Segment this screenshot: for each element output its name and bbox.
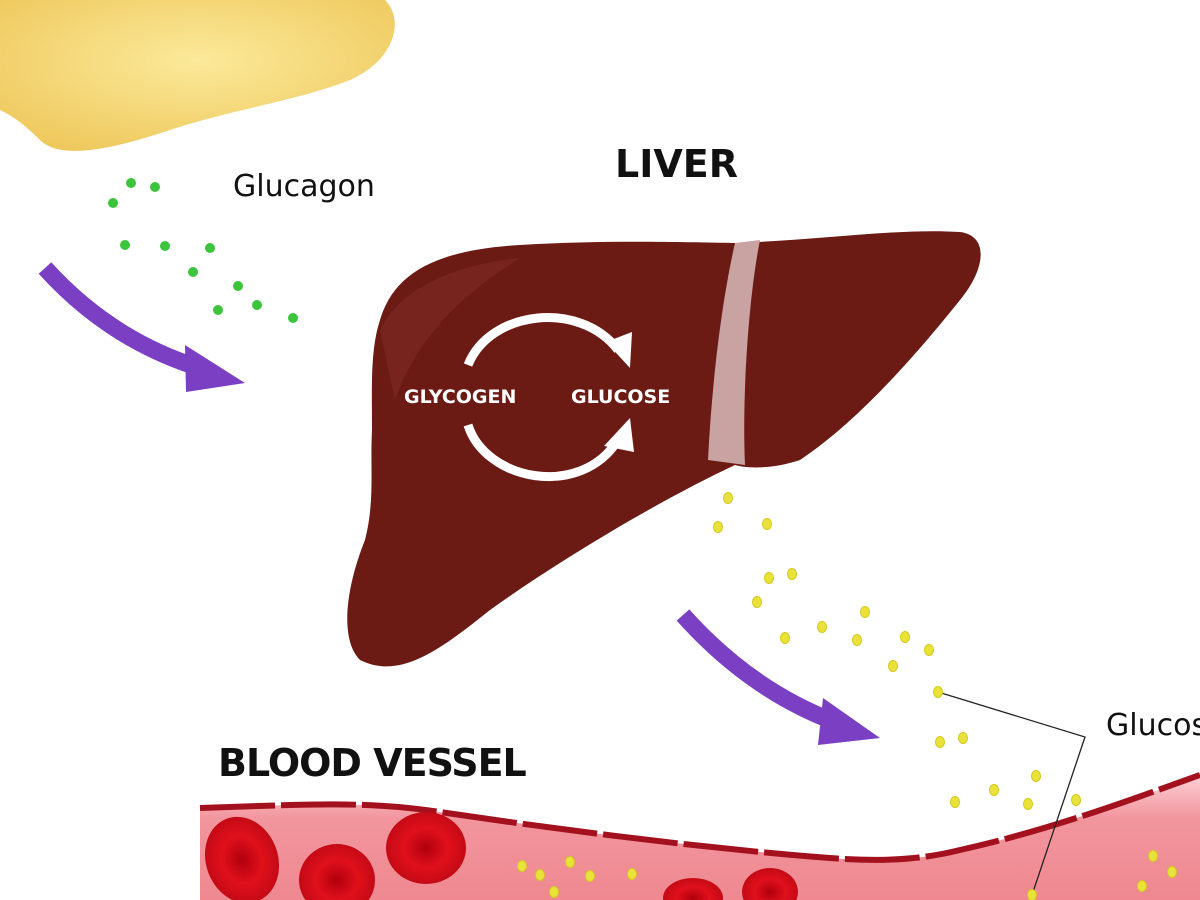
- glucose-molecule: [817, 621, 827, 633]
- glucose-molecule: [888, 660, 898, 672]
- glucose-molecule: [950, 796, 960, 808]
- red-blood-cell: [663, 878, 723, 900]
- glucagon-molecule: [108, 198, 118, 208]
- glucose-molecule: [860, 606, 870, 618]
- glucagon-molecule: [160, 241, 170, 251]
- glucose-pointer-line: [937, 691, 1086, 896]
- cycle-arrows-icon: [463, 313, 634, 482]
- red-blood-cell: [299, 844, 375, 900]
- glucose-molecule: [627, 868, 637, 880]
- glucose-molecule: [787, 568, 797, 580]
- glucose-molecule: [989, 784, 999, 796]
- arrow-icon: [38, 262, 245, 392]
- glucagon-molecule: [213, 305, 223, 315]
- glucose-molecule: [1167, 866, 1177, 878]
- red-blood-cell: [742, 868, 798, 900]
- red-blood-cell: [386, 812, 466, 884]
- glucagon-label: Glucagon: [233, 169, 375, 204]
- glucagon-molecule: [288, 313, 298, 323]
- glucose-molecule: [852, 634, 862, 646]
- glucagon-molecule: [188, 267, 198, 277]
- glucose-molecule: [713, 521, 723, 533]
- blood-vessel-title: BLOOD VESSEL: [218, 741, 527, 785]
- glucose-outer-label: Glucose: [1106, 708, 1200, 743]
- liver-title: LIVER: [615, 142, 738, 186]
- arrow-icon: [676, 609, 880, 745]
- glucose-molecule: [780, 632, 790, 644]
- glucose-molecule: [549, 886, 559, 898]
- glucagon-molecule: [120, 240, 130, 250]
- glucose-molecule: [900, 631, 910, 643]
- glucose-molecule: [1027, 889, 1037, 900]
- glucagon-molecule: [233, 281, 243, 291]
- glucose-molecule: [565, 856, 575, 868]
- red-blood-cell: [204, 816, 280, 900]
- glucose-inner-label: GLUCOSE: [571, 386, 670, 408]
- glucagon-molecule: [252, 300, 262, 310]
- glucose-molecule: [535, 869, 545, 881]
- glucose-molecule: [723, 492, 733, 504]
- glucagon-molecule: [126, 178, 136, 188]
- blood-vessel: [199, 772, 1200, 900]
- glucose-molecule: [1031, 770, 1041, 782]
- glucose-molecule: [585, 870, 595, 882]
- glucagon-molecule: [205, 243, 215, 253]
- glucose-molecule: [764, 572, 774, 584]
- glucose-molecule: [762, 518, 772, 530]
- pancreas-shape: [0, 0, 395, 151]
- glucose-molecule: [517, 860, 527, 872]
- glucose-molecule: [1148, 850, 1158, 862]
- glucagon-molecule: [150, 182, 160, 192]
- glucose-molecule: [958, 732, 968, 744]
- glucose-molecule: [1137, 880, 1147, 892]
- glucose-molecule: [1023, 798, 1033, 810]
- glucose-molecule: [935, 736, 945, 748]
- glucose-molecule: [1071, 794, 1081, 806]
- glucose-molecule: [752, 596, 762, 608]
- glucose-molecule: [924, 644, 934, 656]
- glucose-molecule: [933, 686, 943, 698]
- glycogen-label: GLYCOGEN: [404, 386, 516, 408]
- liver-illustration: [347, 231, 981, 667]
